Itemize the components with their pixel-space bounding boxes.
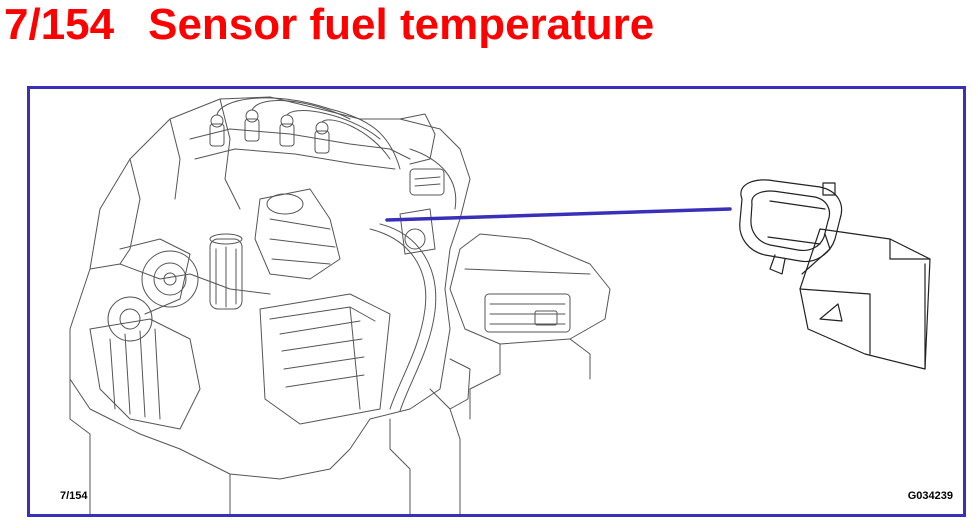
- engine-diagram: [69, 96, 931, 514]
- figure-ref-right: G034239: [907, 490, 953, 502]
- figure-frame: 7/154 G034239: [27, 86, 966, 517]
- ecu-housing: [449, 233, 611, 420]
- leader-line: [385, 207, 732, 222]
- engine-block: [69, 96, 471, 514]
- figure-number: 7/154: [4, 0, 115, 49]
- page-title: 7/154 Sensor fuel temperature: [4, 0, 654, 50]
- figure-ref-left: 7/154: [60, 490, 88, 502]
- sensor-detail: [739, 179, 931, 370]
- title-text: Sensor fuel temperature: [148, 0, 655, 49]
